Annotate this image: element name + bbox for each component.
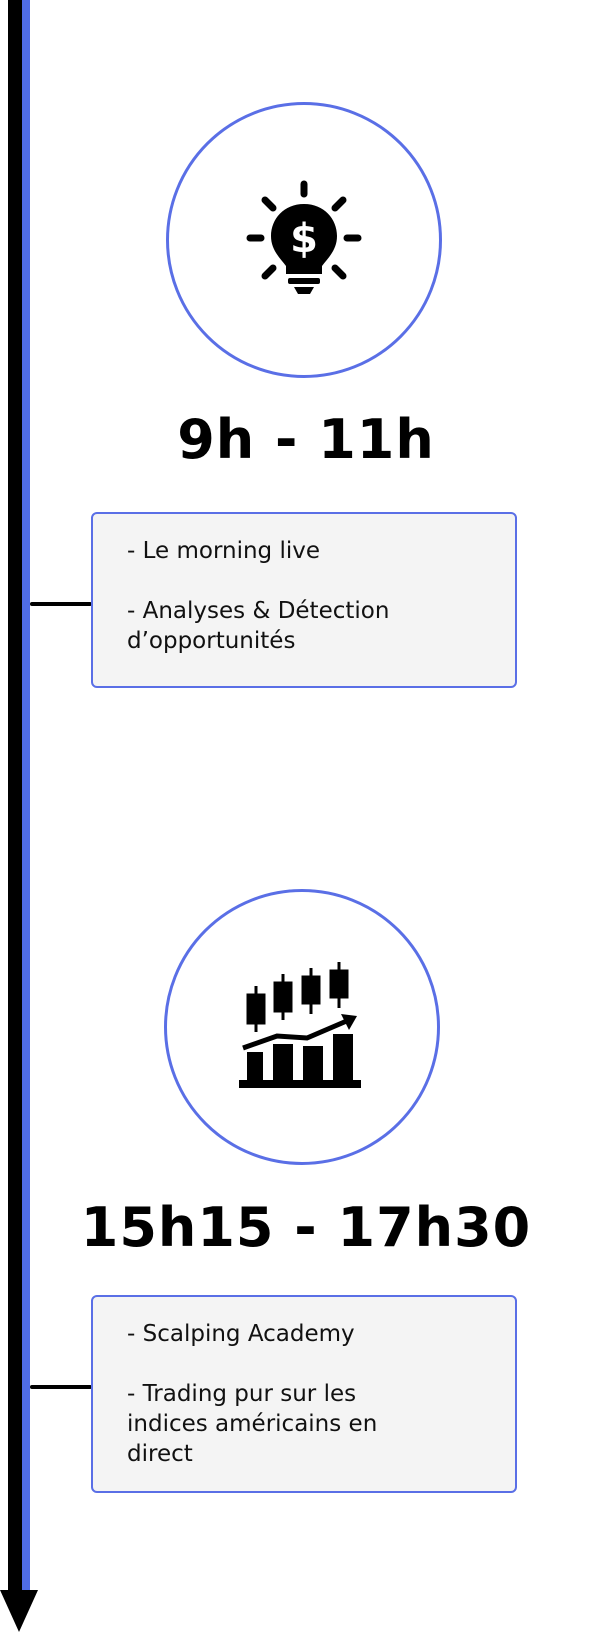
timeline-arrow-down-icon bbox=[0, 1590, 38, 1632]
slot-1-item-2: - Analyses & Détection d’opportunités bbox=[127, 598, 390, 654]
timeline-connector-2 bbox=[30, 1385, 92, 1389]
slot-1-icon-circle: $ bbox=[166, 102, 442, 378]
timeline-connector-1 bbox=[30, 602, 92, 606]
slot-2-icon-circle bbox=[164, 889, 440, 1165]
slot-1-time: 9h - 11h bbox=[177, 408, 435, 471]
slot-1-item-1: - Le morning live bbox=[127, 538, 321, 564]
slot-2-item-2: - Trading pur sur les indices américains… bbox=[127, 1381, 378, 1467]
timeline-axis-accent bbox=[22, 0, 30, 1598]
slot-2-item-1: - Scalping Academy bbox=[127, 1321, 355, 1347]
candlestick-growth-chart-icon bbox=[239, 962, 361, 1088]
lightbulb-dollar-icon: $ bbox=[246, 180, 362, 294]
svg-text:$: $ bbox=[290, 216, 318, 262]
timeline-axis bbox=[8, 0, 22, 1598]
slot-2-time: 15h15 - 17h30 bbox=[80, 1196, 532, 1259]
slot-1-info-box: - Le morning live - Analyses & Détection… bbox=[91, 512, 517, 688]
slot-2-info-box: - Scalping Academy - Trading pur sur les… bbox=[91, 1295, 517, 1493]
